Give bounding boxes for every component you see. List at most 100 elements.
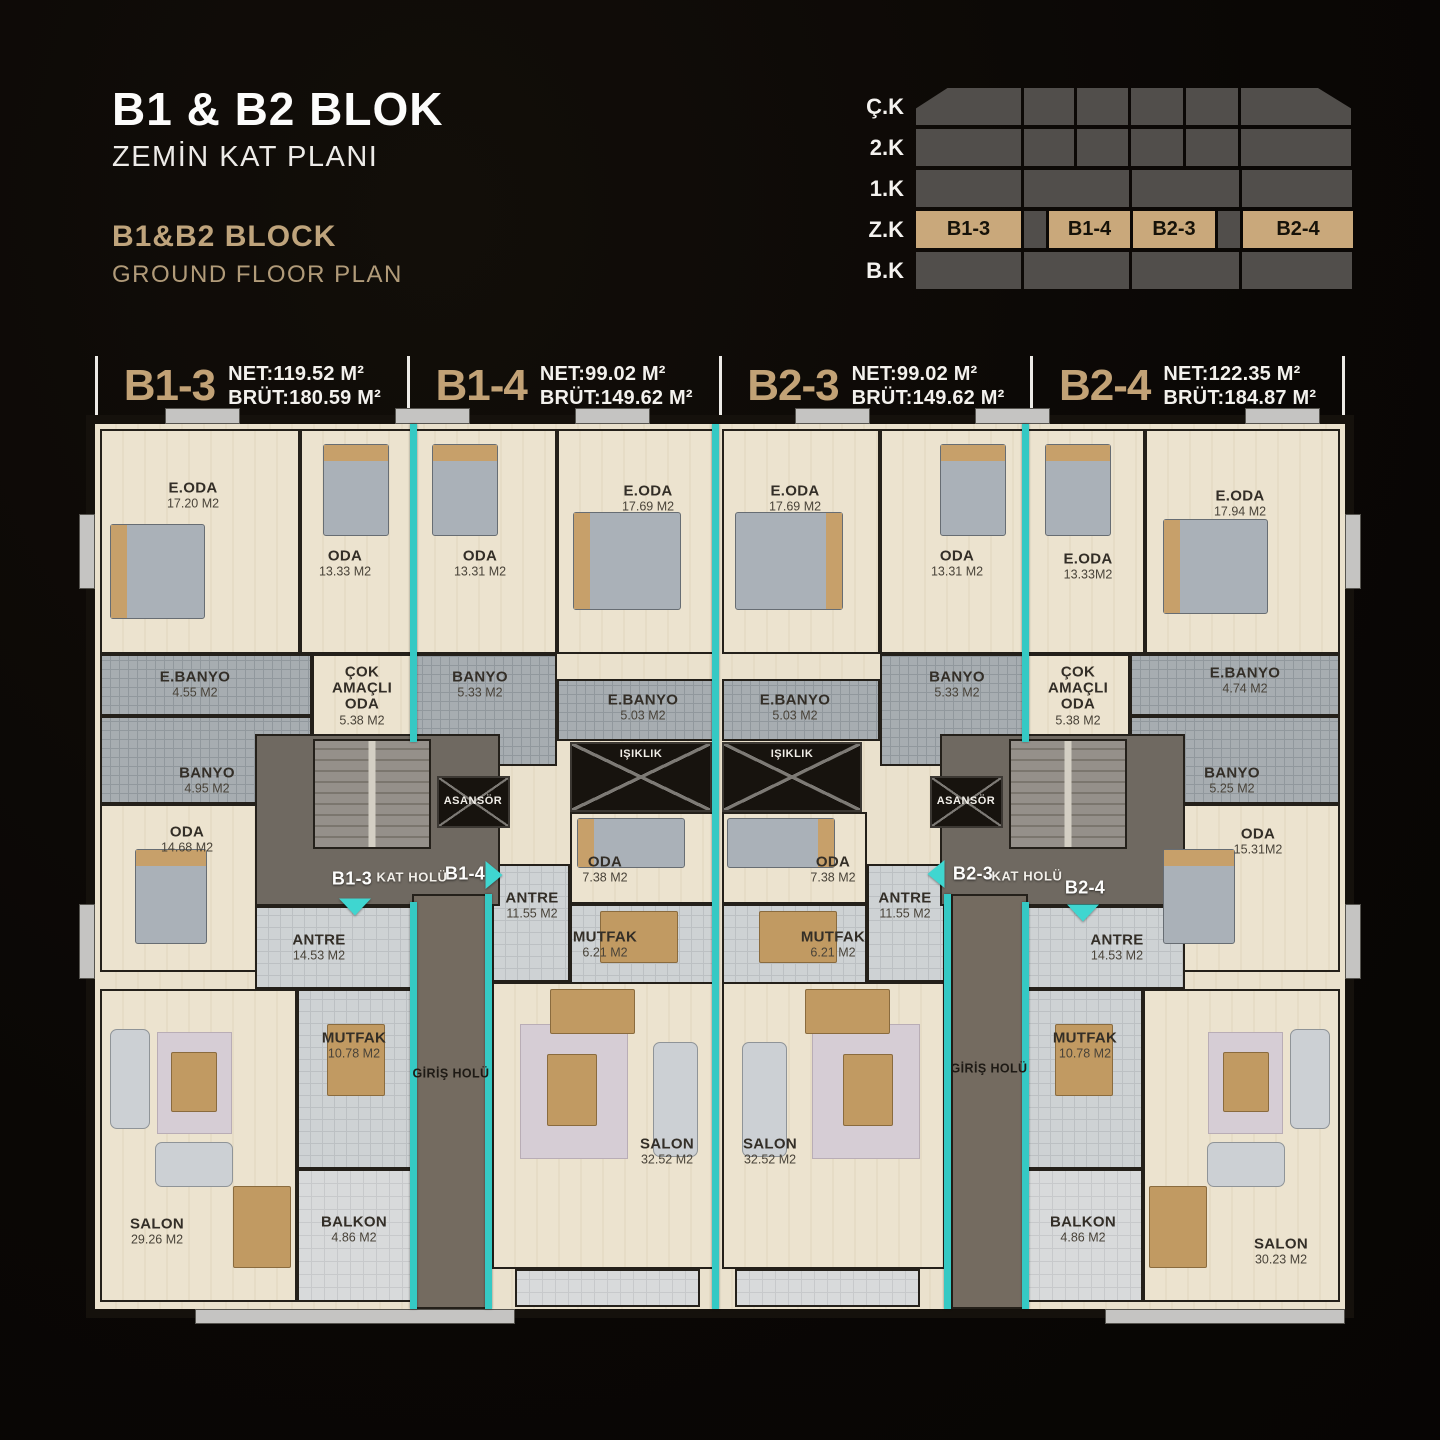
legend-unit-code: B1-3 [123,361,216,410]
stack-cell [1077,129,1128,166]
stack-floor-cells [916,88,1363,125]
furniture-bed [1163,519,1268,614]
stack-cell [916,88,1021,125]
unit-divider-line [485,894,492,1309]
region-antre1453-b13 [255,906,412,989]
region-balkon486-b24 [1025,1169,1143,1302]
bed-headboard [111,525,127,618]
stack-floor-cells [916,170,1363,207]
furniture-table [805,989,890,1034]
stack-cell [1242,252,1352,289]
legend-divider [1030,356,1034,416]
floor-label-B.K: B.K [866,257,904,283]
legend-net-area: NET:119.52 M² [228,362,365,385]
furniture-table [1055,1024,1113,1096]
unit-arrow-B2-3-icon [927,860,945,888]
bed-headboard [1164,520,1180,613]
furniture-bed [940,444,1006,536]
unit-divider-line [1022,902,1029,1309]
stack-cell [1024,170,1129,207]
furniture-bed [110,524,205,619]
furniture-bed [1163,849,1235,944]
legend-net-area: NET:99.02 M² [851,362,978,385]
floor-label-1.K: 1.K [869,175,904,201]
legend-brut-area: BRÜT:149.62 M² [851,387,1005,409]
legend-net-area: NET:122.35 M² [1163,362,1301,385]
stack-unit-B1-3: B1-3 [916,211,1021,248]
floor-label-Z.K: Z.K [868,216,904,242]
legend-unit-code: B2-4 [1059,361,1151,410]
furniture-bed [573,512,681,610]
bed-headboard [324,445,388,461]
stack-cell [1131,88,1183,125]
legend-net-area: NET:99.02 M² [539,362,666,385]
region-antre1155-b14 [492,864,570,982]
stack-floor-row: B.K [858,252,1363,289]
stack-cell [916,252,1021,289]
unit-marker-B2-4: B2-4 [1064,877,1106,898]
stack-cell [1242,170,1352,207]
stack-cell [1131,129,1183,166]
region-ebanyo474-b24 [1130,654,1340,716]
furniture-sofa [742,1042,787,1157]
region-sill-t2 [395,408,470,424]
furniture-bed [432,444,498,536]
furniture-sofa [653,1042,698,1157]
legend-brut-area: BRÜT:184.87 M² [1163,387,1317,409]
stack-unit-B1-4: B1-4 [1049,211,1130,248]
stack-cell [1186,129,1238,166]
furniture-sofa [155,1142,233,1187]
region-mutfak1078-b13 [297,989,412,1169]
region-sill-t3 [575,408,650,424]
region-sill-t6 [1245,408,1320,424]
legend-divider [95,356,98,416]
stack-floor-cells [916,129,1363,166]
floor-label-2.K: 2.K [869,134,904,160]
unit-divider-line [1022,424,1029,742]
furniture-sofa [110,1029,150,1129]
region-ebanyo455-b13 [100,654,312,716]
page-title-english: B1&B2 BLOCK [112,220,337,253]
region-giris-holu-left [412,894,489,1309]
furniture-rug [157,1032,232,1134]
furniture-bed [735,512,843,610]
bed-headboard [941,445,1005,461]
bed-headboard [826,513,842,609]
bed-headboard [1046,445,1110,461]
hall-label-1: KAT HOLÜ [376,869,448,885]
region-sill-t4 [795,408,870,424]
region-sill-t1 [165,408,240,424]
bed-headboard [818,819,834,867]
region-terrace-b14 [515,1269,700,1307]
stack-unit-B2-3: B2-3 [1133,211,1215,248]
page-title: B1 & B2 BLOK [112,83,444,135]
region-ebanyo503-b23 [722,679,880,741]
legend-brut-area: BRÜT:180.59 M² [228,387,381,409]
stack-cell [1077,88,1128,125]
furniture-table [550,989,635,1034]
furniture-bed [727,818,835,868]
unit-divider-line [712,424,719,1309]
region-ebanyo503-b14 [557,679,715,741]
furniture-bed [135,849,207,944]
stack-floor-row: Ç.K [858,88,1363,125]
stack-cell [1024,211,1046,248]
region-balkon486-b13 [297,1169,412,1302]
furniture-table [1149,1186,1207,1268]
stack-cell [1218,211,1240,248]
stack-cell [1024,129,1074,166]
bed-headboard [433,445,497,461]
region-sill-r2 [1345,904,1361,979]
